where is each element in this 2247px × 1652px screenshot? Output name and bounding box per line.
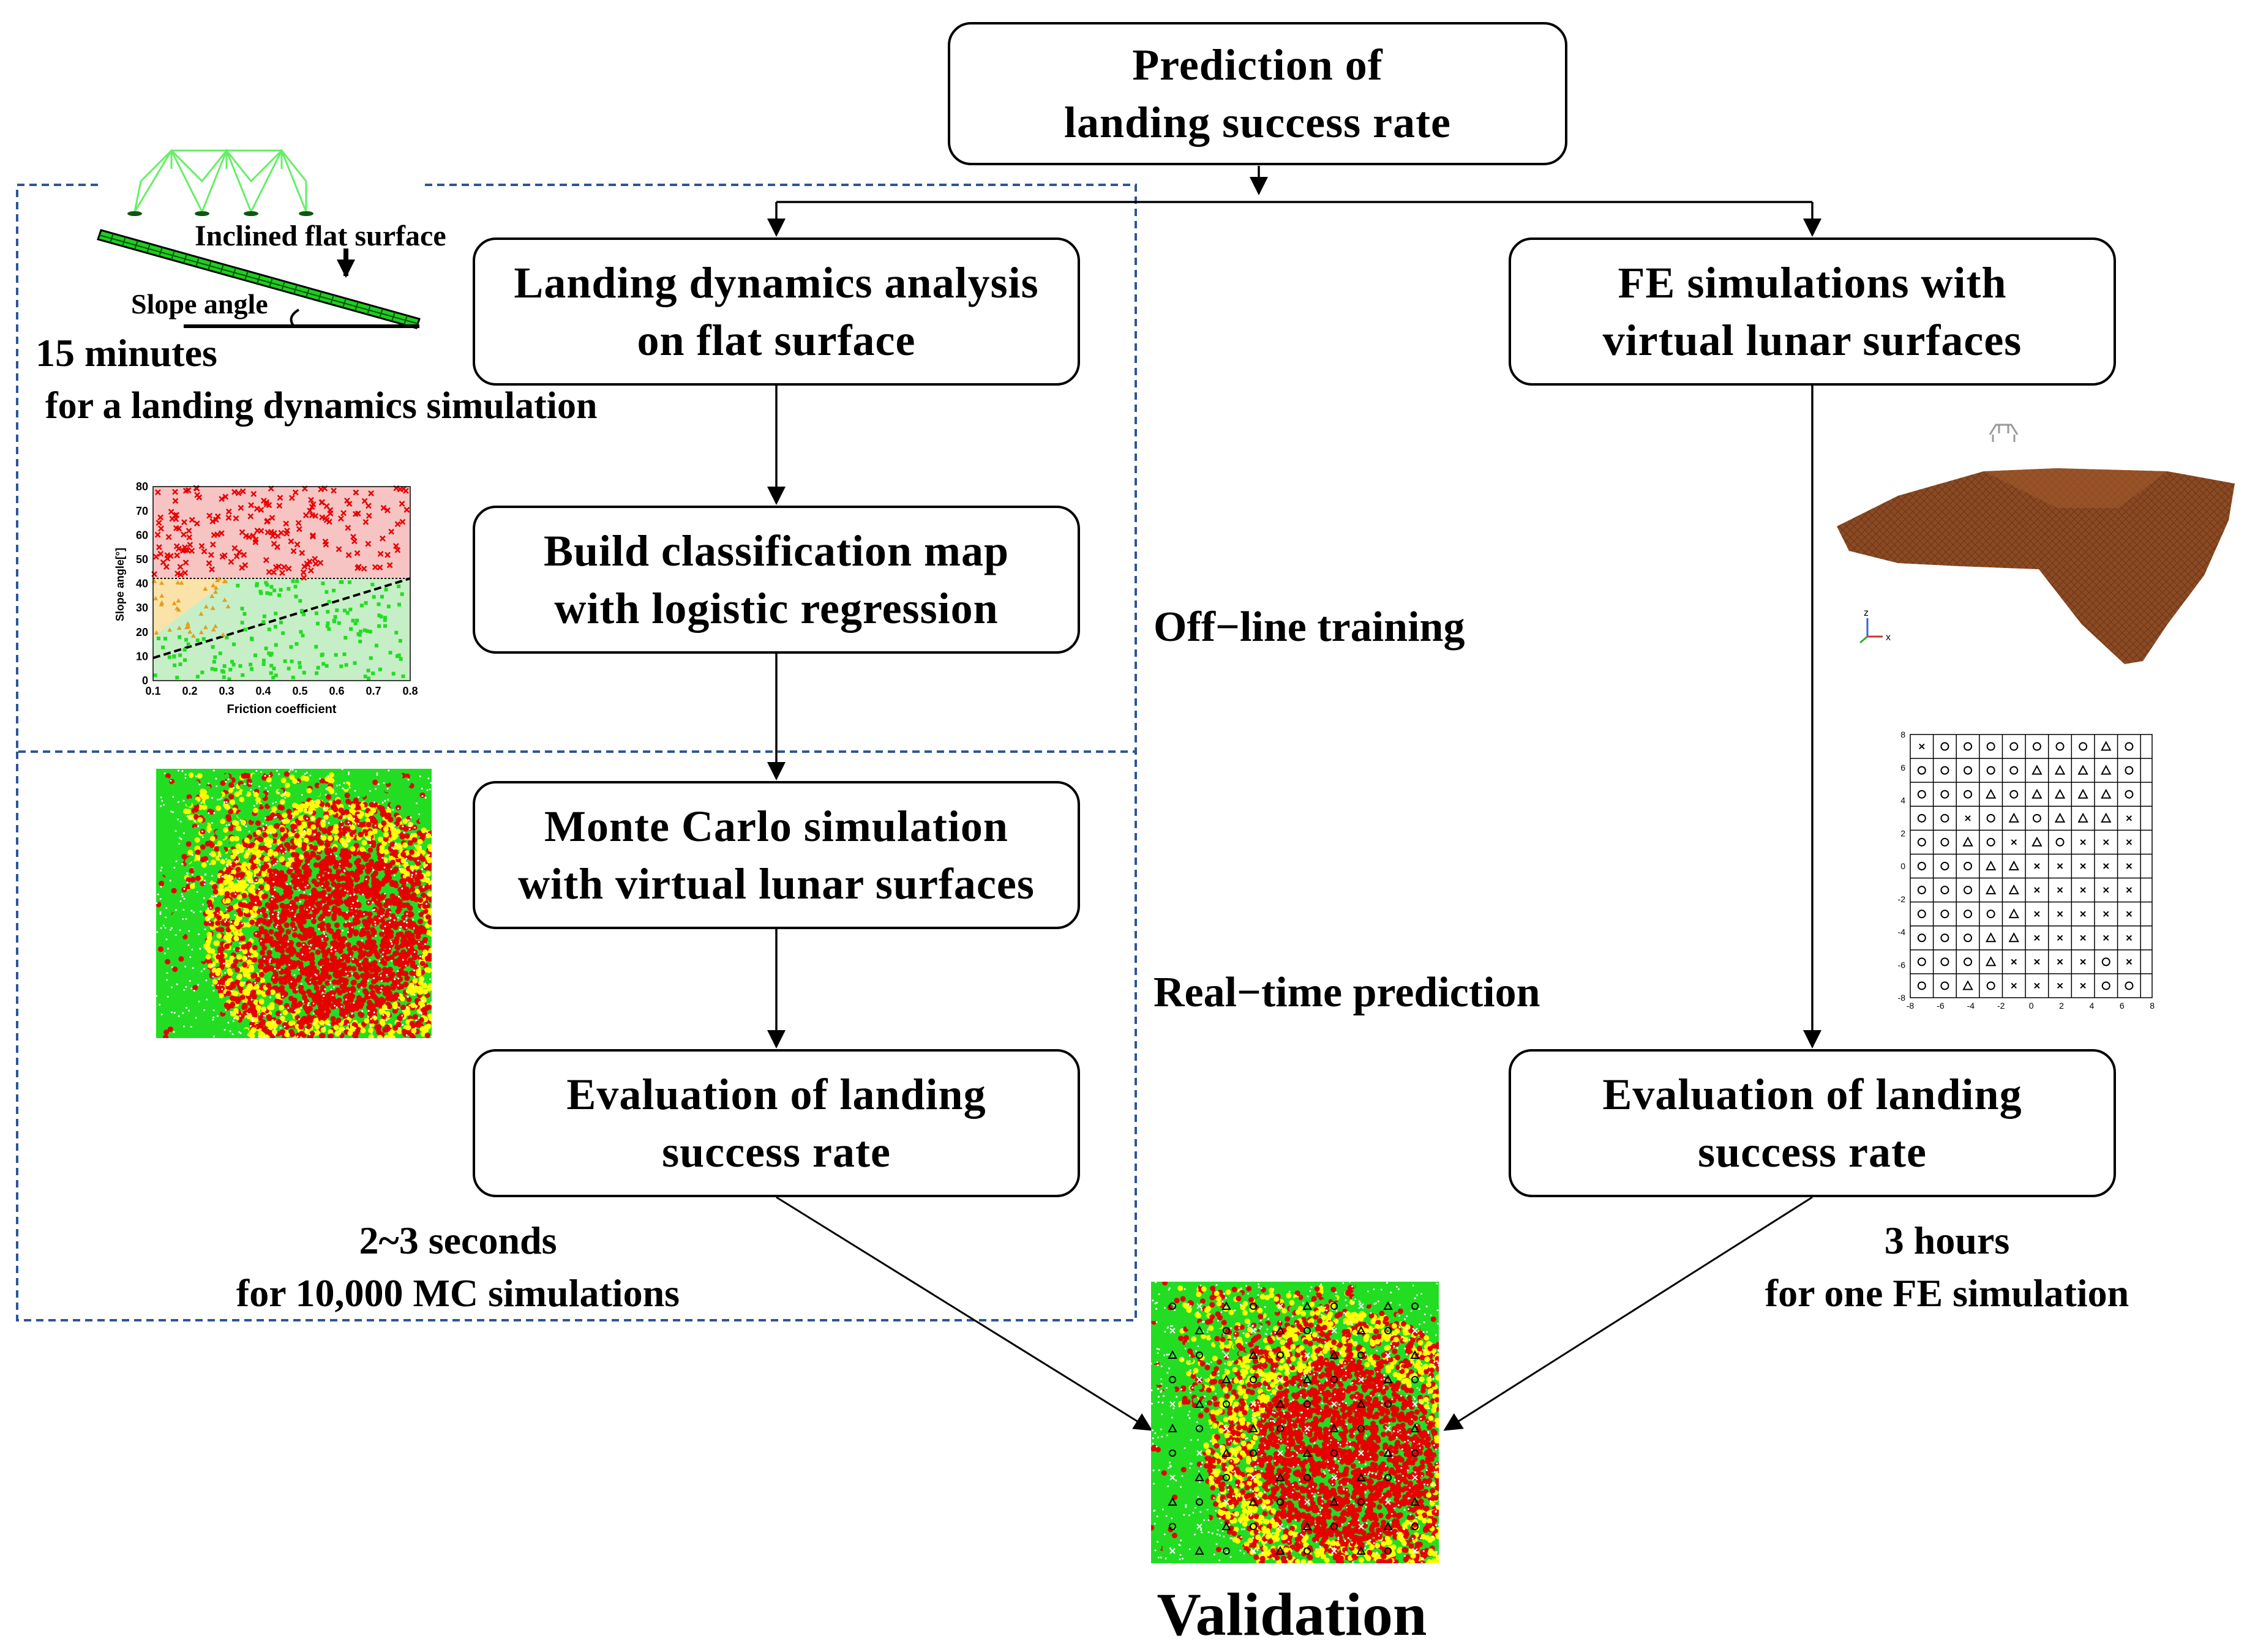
classification-ytick: 60 xyxy=(136,529,148,541)
box-landing-dynamics: Landing dynamics analysis on flat surfac… xyxy=(473,237,1080,386)
realtime-prediction-label: Real−time prediction xyxy=(1154,969,1540,1016)
box-evaluation-left-line2: success rate xyxy=(662,1127,891,1176)
grid-xtick: 0 xyxy=(2029,1001,2034,1010)
realtime-region-border xyxy=(16,752,1137,1321)
box-fe-simulations-line1: FE simulations with xyxy=(1618,258,2007,307)
grid-xtick: -2 xyxy=(1997,1001,2005,1010)
classification-map-plot: 0.1 0.2 0.3 0.4 0.5 0.6 0.7 0.8 0 10 20 30 40 50 60 70… xyxy=(114,480,418,716)
classification-ytick: 0 xyxy=(142,675,148,687)
inclined-surface-label: Inclined flat surface xyxy=(195,220,446,252)
box-landing-dynamics-line2: on flat surface xyxy=(637,316,916,365)
box-prediction-line1: Prediction of xyxy=(1132,40,1383,89)
grid-xtick: -4 xyxy=(1967,1001,1975,1010)
grid-frame xyxy=(1910,734,2153,998)
classification-xtick: 0.6 xyxy=(329,685,344,697)
classification-ylabel: Slope angle[°] xyxy=(114,548,126,621)
slope-angle-arc xyxy=(290,308,300,327)
classification-ytick: 40 xyxy=(136,578,148,590)
classification-xlabel: Friction coefficient xyxy=(227,703,337,716)
grid-ytick: 2 xyxy=(1900,828,1905,838)
classification-xtick: 0.7 xyxy=(366,685,381,697)
box-evaluation-left: Evaluation of landing success rate xyxy=(473,1049,1080,1197)
lunar-surface-mesh: z x xyxy=(1837,424,2235,664)
box-evaluation-right: Evaluation of landing success rate xyxy=(1509,1049,2116,1197)
time-mc-line1: 2~3 seconds xyxy=(359,1219,557,1262)
lander-frame xyxy=(133,148,307,214)
grid-ytick: -4 xyxy=(1898,927,1906,937)
monte-carlo-scatter-map xyxy=(156,769,432,1038)
fe-results-grid-plot: -8 -6 -4 -2 0 2 4 6 8 -8 -6 -4 -2 0 2 4 6 8 xyxy=(1898,730,2155,1010)
box-monte-carlo-line1: Monte Carlo simulation xyxy=(544,802,1008,851)
box-evaluation-right-line1: Evaluation of landing xyxy=(1602,1070,2022,1119)
classification-xtick: 0.2 xyxy=(182,685,197,697)
classification-xtick: 0.5 xyxy=(292,685,307,697)
time-mc-line2: for 10,000 MC simulations xyxy=(236,1271,680,1315)
box-classification: Build classification map with logistic r… xyxy=(473,506,1080,654)
classification-ytick: 10 xyxy=(136,650,148,662)
grid-xtick: 2 xyxy=(2059,1001,2064,1010)
classification-xtick: 0.8 xyxy=(402,685,418,697)
slope-angle-label: Slope angle xyxy=(131,288,268,320)
classification-xtick: 0.4 xyxy=(255,685,271,697)
offline-training-label: Off−line training xyxy=(1154,604,1465,651)
offline-region-border xyxy=(16,184,1137,753)
grid-xtick: -8 xyxy=(1907,1001,1915,1010)
lander-footpads xyxy=(127,211,313,216)
box-fe-simulations: FE simulations with virtual lunar surfac… xyxy=(1509,237,2116,386)
classification-ytick: 70 xyxy=(136,505,148,517)
axis-z-label: z xyxy=(1864,608,1869,618)
grid-xtick: 6 xyxy=(2120,1001,2125,1010)
lander-incline-illustration xyxy=(97,148,421,329)
classification-ytick: 30 xyxy=(136,602,148,614)
box-evaluation-right-line2: success rate xyxy=(1698,1127,1927,1176)
grid-ytick: 0 xyxy=(1900,861,1905,871)
box-landing-dynamics-line1: Landing dynamics analysis xyxy=(514,258,1039,307)
time-fe-line2: for one FE simulation xyxy=(1765,1271,2129,1315)
grid-ytick: -2 xyxy=(1898,894,1906,904)
box-prediction-line2: landing success rate xyxy=(1064,98,1451,147)
box-classification-line1: Build classification map xyxy=(543,526,1010,575)
box-fe-simulations-line2: virtual lunar surfaces xyxy=(1602,316,2022,365)
validation-title: Validation xyxy=(1157,1580,1427,1648)
time-flat-line1: 15 minutes xyxy=(36,331,217,375)
axis-triad: z x xyxy=(1859,608,1891,644)
time-fe-line1: 3 hours xyxy=(1884,1219,2010,1262)
grid-ytick: 6 xyxy=(1900,763,1905,772)
box-classification-line2: with logistic regression xyxy=(554,584,999,633)
box-prediction: Prediction of landing success rate xyxy=(948,22,1567,165)
grid-ytick: 8 xyxy=(1900,730,1905,739)
classification-ytick: 50 xyxy=(136,553,148,566)
box-evaluation-left-line1: Evaluation of landing xyxy=(566,1070,986,1119)
grid-xtick: 8 xyxy=(2150,1001,2155,1010)
classification-xtick: 0.1 xyxy=(145,685,160,697)
time-flat-line2: for a landing dynamics simulation xyxy=(45,385,598,427)
plot-frame xyxy=(152,486,411,681)
grid-ytick: -8 xyxy=(1898,993,1906,1003)
validation-overlay-map xyxy=(1151,1282,1439,1563)
decision-boundary-logistic xyxy=(152,577,411,659)
box-monte-carlo: Monte Carlo simulation with virtual luna… xyxy=(473,781,1080,929)
box-monte-carlo-line2: with virtual lunar surfaces xyxy=(518,859,1035,908)
grid-xtick: -6 xyxy=(1937,1001,1945,1010)
grid-ytick: 4 xyxy=(1900,796,1905,805)
axis-x-label: x xyxy=(1886,632,1891,643)
classification-xtick: 0.3 xyxy=(219,685,234,697)
classification-ytick: 20 xyxy=(136,626,148,638)
lander-mini-icon xyxy=(1989,424,2019,442)
classification-ytick: 80 xyxy=(136,480,148,493)
grid-xtick: 4 xyxy=(2090,1001,2095,1010)
grid-ytick: -6 xyxy=(1898,960,1906,970)
